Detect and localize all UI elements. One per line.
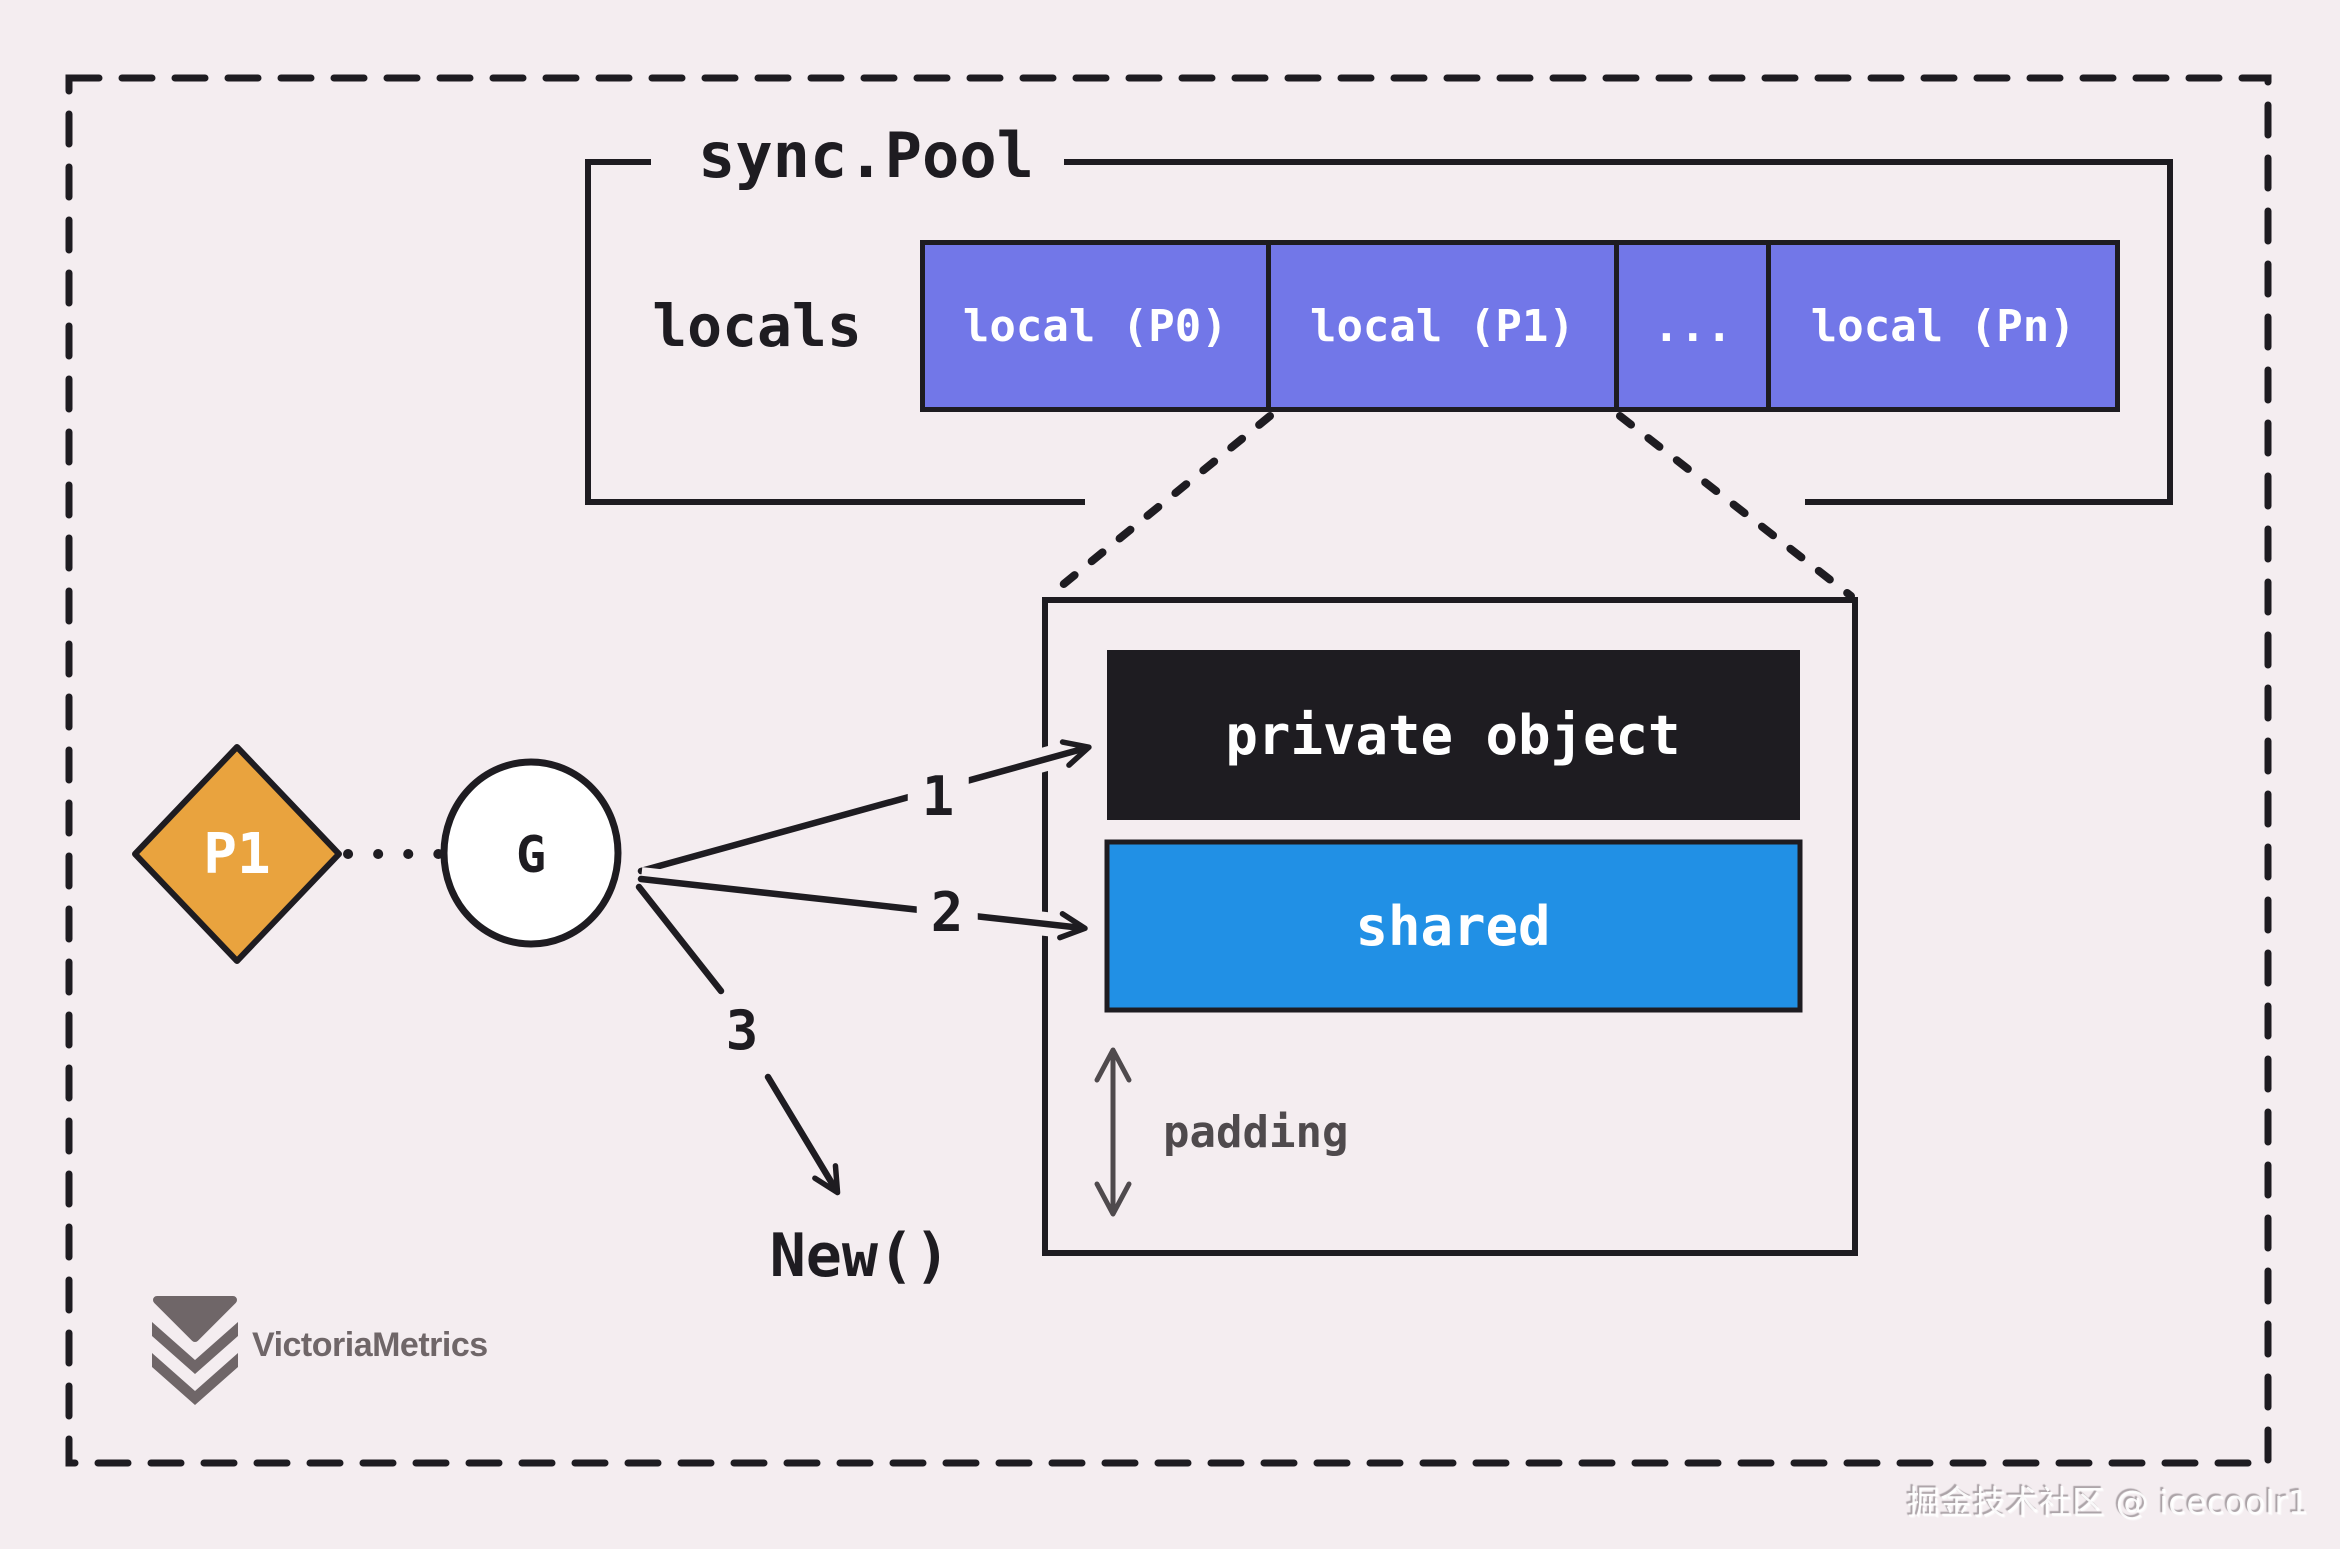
victoriametrics-logo-icon (152, 1296, 238, 1405)
sync-pool-bracket-right (1064, 159, 2173, 505)
locals-cell-pn: local (Pn) (1766, 245, 2115, 407)
locals-cell-p1: local (P1) (1265, 245, 1615, 407)
logo-chevron-top (153, 1296, 237, 1342)
arrow-step3-segment-a (635, 883, 725, 995)
step-1-label: 1 (907, 768, 969, 826)
zoom-dotted-line-left (1045, 412, 1274, 600)
outer-dashed-border (65, 74, 2272, 1467)
locals-cell-ellipsis: ... (1614, 245, 1767, 407)
victoriametrics-logo-text: VictoriaMetrics (252, 1326, 488, 1364)
watermark-text: 掘金技术社区 @ icecoolr1 (1907, 1483, 2309, 1522)
new-function-label: New() (769, 1221, 951, 1291)
padding-arrowhead-down-icon (1094, 1181, 1132, 1217)
zoom-dotted-line-right (1616, 412, 1855, 600)
shared-label: shared (1355, 895, 1551, 958)
processor-p1-diamond (132, 744, 342, 964)
locals-cell-p0: local (P0) (925, 245, 1266, 407)
shared-box (1104, 839, 1803, 1013)
arrow-step1-to-private (637, 739, 1092, 875)
goroutine-g-circle (440, 758, 622, 948)
processor-p1-label: P1 (203, 822, 271, 887)
sync-pool-title: sync.Pool (698, 119, 1034, 192)
private-object-label: private object (1225, 704, 1681, 767)
logo-chevron-bottom (152, 1353, 238, 1405)
logo-chevron-middle (152, 1322, 238, 1374)
padding-arrowhead-up-icon (1094, 1047, 1132, 1083)
step-3-label: 3 (711, 1002, 773, 1060)
locals-field-label: locals (652, 292, 862, 360)
sync-pool-bracket-left (585, 159, 1085, 505)
arrow-step2-to-shared (637, 875, 1088, 941)
padding-label: padding (1163, 1107, 1349, 1158)
goroutine-g-label: G (515, 826, 547, 884)
step-2-label: 2 (916, 884, 978, 942)
arrow-step3-to-new (764, 1073, 841, 1196)
private-object-box (1107, 650, 1800, 820)
locals-array: local (P0) local (P1) ... local (Pn) (920, 240, 2120, 412)
